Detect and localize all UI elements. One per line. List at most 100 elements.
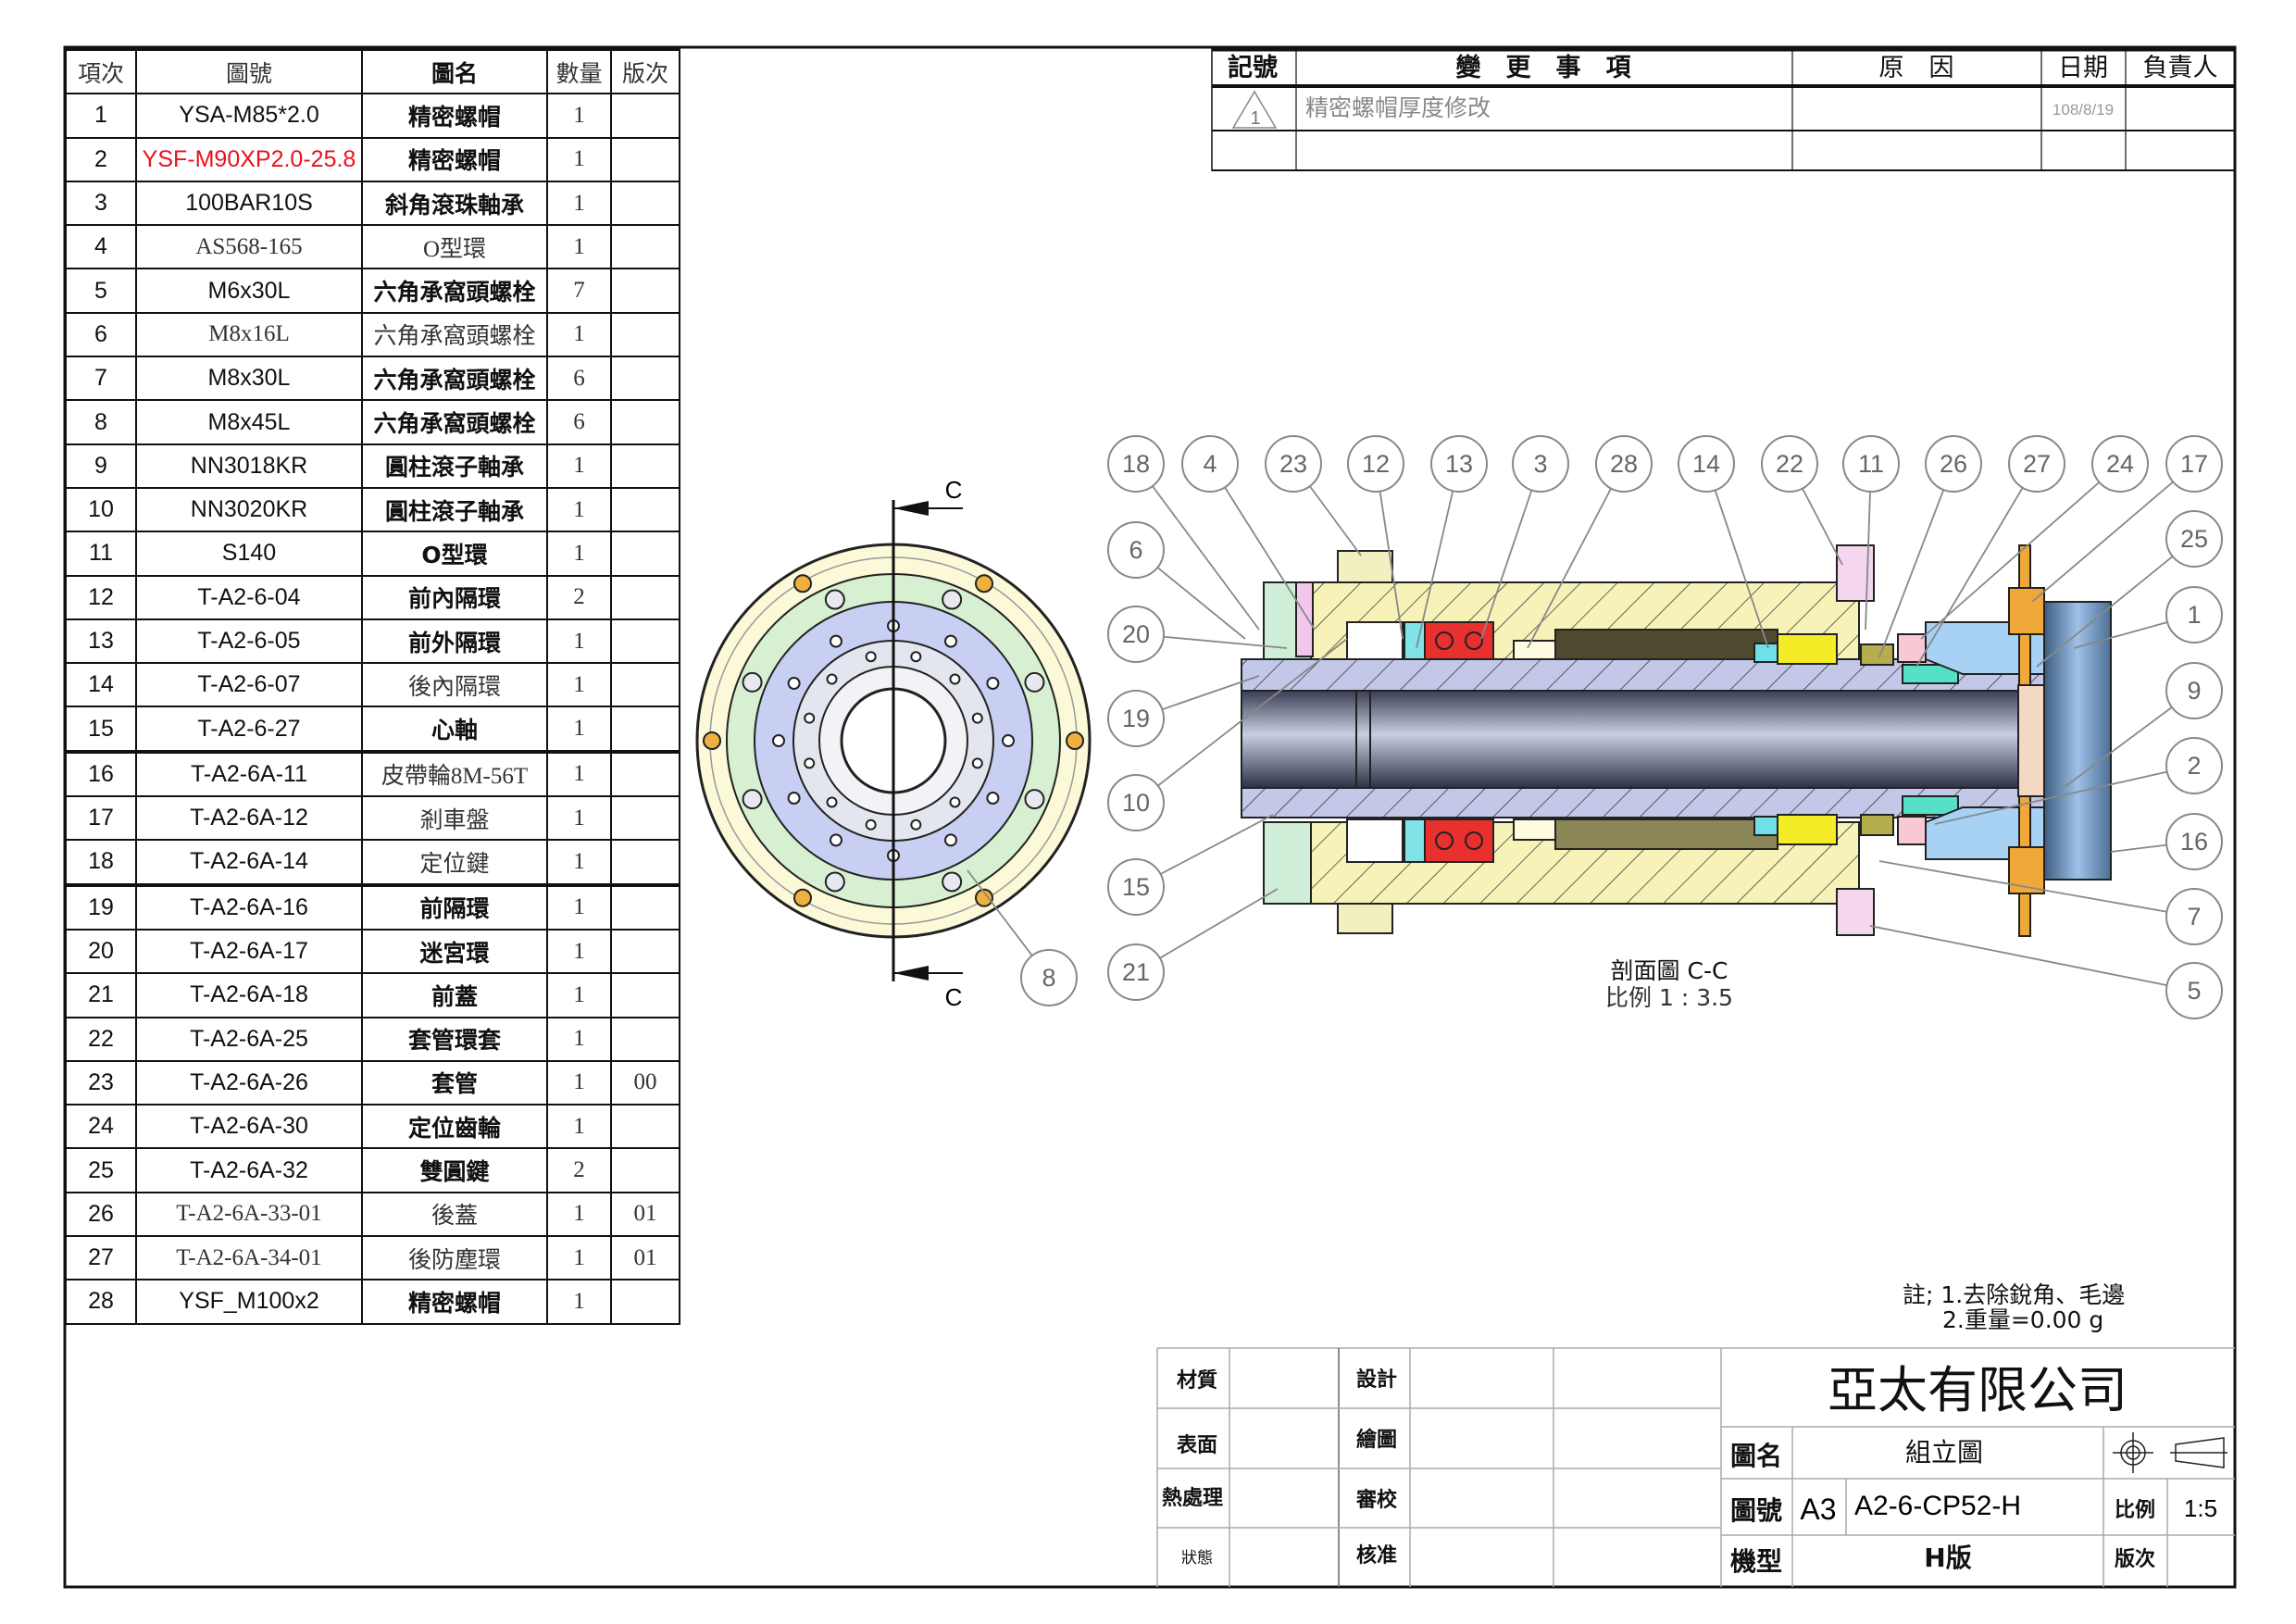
bom-part-name: O型環 <box>361 224 548 270</box>
item-balloon: 9 <box>2165 662 2223 719</box>
balloon-number: 28 <box>1610 450 1638 478</box>
bom-part-number: S140 <box>135 531 363 577</box>
bom-quantity: 1 <box>546 1235 612 1281</box>
bom-revision <box>610 180 680 227</box>
bom-quantity: 1 <box>546 1191 612 1238</box>
bom-header-rev: 版次 <box>610 46 680 95</box>
bom-revision <box>610 443 680 489</box>
bolt-hole <box>949 673 961 685</box>
bom-part-number: T-A2-6A-17 <box>135 928 363 975</box>
sheet-border <box>63 45 2237 1589</box>
bom-part-name: 套管 <box>361 1059 548 1106</box>
bom-part-number: T-A2-6A-34-01 <box>135 1235 363 1281</box>
bom-quantity: 2 <box>546 1147 612 1193</box>
leader-line <box>1152 485 1260 631</box>
version-label: 版次 <box>2115 1547 2155 1571</box>
bom-revision <box>610 224 680 270</box>
leader-line <box>2110 843 2167 853</box>
drawing-number-label: 圖號 <box>1730 1495 1782 1526</box>
bolt-hole <box>804 712 816 724</box>
bolt-hole <box>971 712 983 724</box>
bom-quantity: 1 <box>546 443 612 489</box>
balloon-number: 1 <box>2187 601 2201 629</box>
bom-part-name: 迷宮環 <box>361 928 548 975</box>
section-view-c-c <box>1241 544 2112 937</box>
leader-line <box>1162 675 1260 711</box>
balloon-number: 15 <box>1122 873 1150 901</box>
model-value: H版 <box>1924 1543 1971 1573</box>
balloon-number: 4 <box>1203 450 1217 478</box>
bolt-hole <box>910 651 922 663</box>
bom-quantity: 1 <box>546 883 612 931</box>
bom-quantity: 1 <box>546 928 612 975</box>
item-balloon: 7 <box>2165 888 2223 945</box>
bolt-hole <box>975 574 993 593</box>
bom-revision <box>610 750 680 798</box>
bom-part-name: 精密螺帽 <box>361 136 548 182</box>
bom-header-item: 項次 <box>65 46 137 95</box>
bom-quantity: 1 <box>546 136 612 182</box>
bom-part-number: T-A2-6A-30 <box>135 1104 363 1150</box>
bom-part-number: T-A2-6A-33-01 <box>135 1191 363 1238</box>
scale-label: 比例 <box>2115 1499 2155 1522</box>
leader-line <box>2073 621 2168 649</box>
leader-line <box>1156 567 1246 640</box>
end-view: C C <box>695 476 1092 1011</box>
bom-part-number: M8x30L <box>135 356 363 402</box>
bom-quantity: 2 <box>546 574 612 620</box>
bom-quantity: 1 <box>546 311 612 358</box>
item-balloon: 18 <box>1107 435 1165 493</box>
bom-item-number: 20 <box>65 928 137 975</box>
bom-revision <box>610 662 680 708</box>
bolt-hole <box>804 757 816 769</box>
balloon-number: 11 <box>1858 450 1884 478</box>
bolt-hole <box>944 634 957 648</box>
bom-item-number: 19 <box>65 883 137 931</box>
bom-part-name: 後內隔環 <box>361 662 548 708</box>
bom-part-number: T-A2-6A-12 <box>135 795 363 842</box>
bom-part-name: 前隔環 <box>361 883 548 931</box>
bom-quantity: 1 <box>546 972 612 1018</box>
bom-part-name: 斜角滾珠軸承 <box>361 180 548 227</box>
rev-date: 108/8/19 <box>2053 101 2114 119</box>
bom-part-name: 精密螺帽 <box>361 1279 548 1325</box>
item-balloon: 4 <box>1181 435 1239 493</box>
bom-quantity: 1 <box>546 839 612 887</box>
bom-item-number: 12 <box>65 574 137 620</box>
balloon-number: 19 <box>1122 705 1150 732</box>
section-scale: 比例 1 : 3.5 <box>1605 984 1733 1011</box>
balloon-number: 16 <box>2180 828 2208 856</box>
section-letter-bottom: C <box>945 983 963 1011</box>
bom-quantity: 1 <box>546 224 612 270</box>
rev-mark: 1 <box>1250 108 1260 129</box>
bom-quantity: 7 <box>546 268 612 314</box>
leader-line <box>1159 888 1279 959</box>
bom-item-number: 24 <box>65 1104 137 1150</box>
balloon-number: 3 <box>1533 450 1547 478</box>
bom-part-name: 六角承窩頭螺栓 <box>361 311 548 358</box>
bolt-hole <box>826 796 838 808</box>
balloon-number: 17 <box>2180 450 2208 478</box>
bom-part-name: 圓柱滾子軸承 <box>361 486 548 533</box>
drawing-name-label: 圖名 <box>1730 1441 1782 1471</box>
leader-line <box>1157 638 1348 787</box>
bolt-hole <box>986 677 1000 690</box>
projection-symbol-icon <box>2113 1432 2227 1473</box>
bolt-hole <box>942 871 963 893</box>
bom-revision <box>610 574 680 620</box>
leader-line <box>1934 770 2167 825</box>
item-balloon: 25 <box>2165 510 2223 568</box>
bom-item-number: 3 <box>65 180 137 227</box>
item-balloon: 28 <box>1595 435 1653 493</box>
bom-header-qty: 數量 <box>546 46 612 95</box>
bom-part-number: T-A2-6A-11 <box>135 750 363 798</box>
bom-quantity: 1 <box>546 93 612 139</box>
balloon-number: 20 <box>1122 620 1150 648</box>
bom-quantity: 1 <box>546 662 612 708</box>
